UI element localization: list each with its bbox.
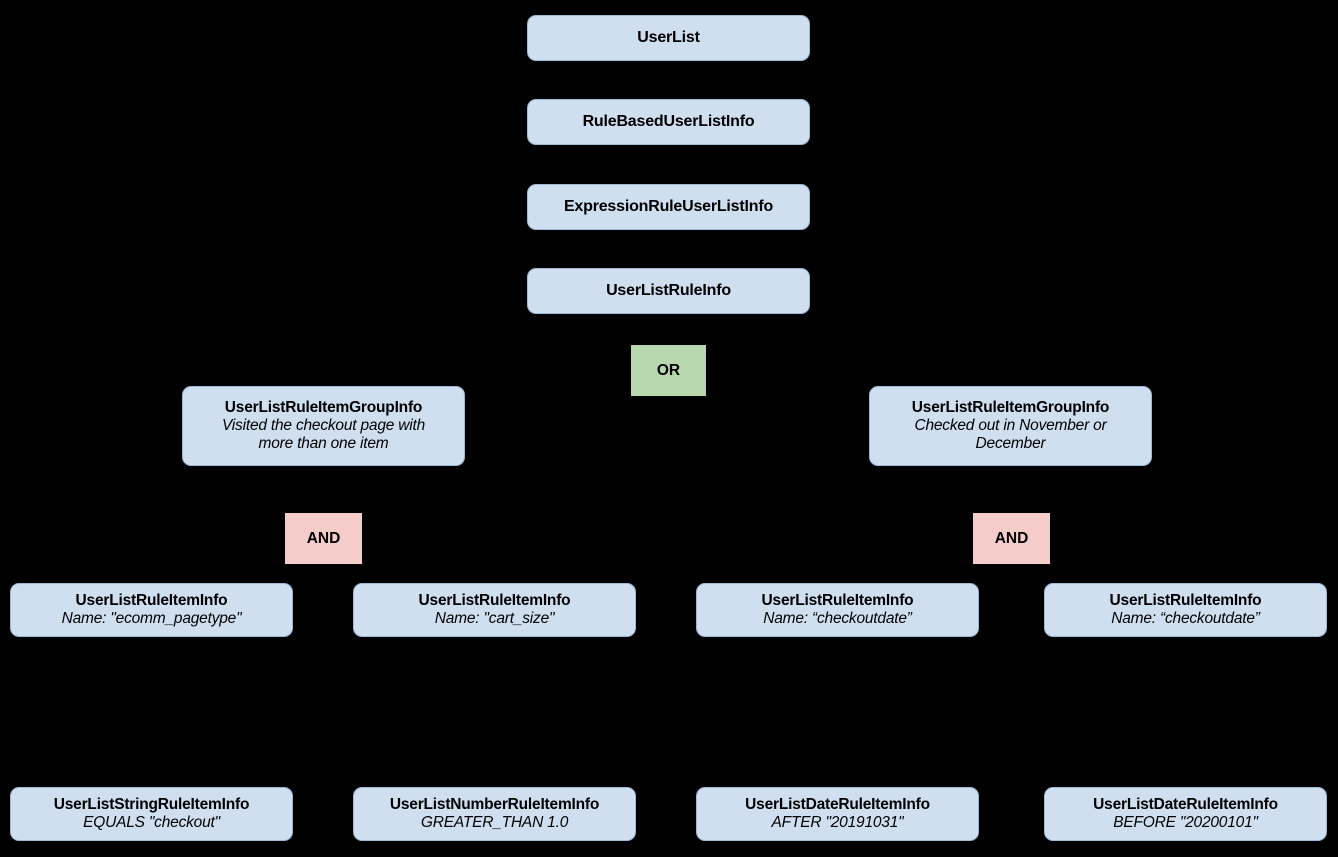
node-title: ExpressionRuleUserListInfo <box>563 197 774 215</box>
edge-or-to-group-right <box>705 370 1012 387</box>
node-subtitle: Name: “checkoutdate” <box>1111 610 1260 627</box>
node-title: UserListRuleInfo <box>606 281 731 299</box>
edge-and-left-to-ecomm <box>150 562 301 584</box>
node-title: UserListDateRuleItemInfo <box>1093 795 1278 813</box>
node-expression-rule-user-list-info[interactable]: ExpressionRuleUserListInfo <box>527 184 810 230</box>
node-title: UserListRuleItemInfo <box>1109 591 1262 609</box>
node-title: UserListDateRuleItemInfo <box>745 795 930 813</box>
node-title: UserListRuleItemGroupInfo <box>911 398 1110 416</box>
operator-and-left[interactable]: AND <box>285 513 362 564</box>
node-subtitle: BEFORE "20200101" <box>1113 814 1258 831</box>
edge-and-left-to-cart <box>347 562 496 584</box>
node-title: RuleBasedUserListInfo <box>582 112 755 130</box>
operator-label: OR <box>656 361 681 379</box>
node-subtitle: AFTER "20191031" <box>771 814 904 831</box>
node-user-list[interactable]: UserList <box>527 15 810 61</box>
edge-or-to-group-left <box>323 370 632 387</box>
node-subtitle: GREATER_THAN 1.0 <box>420 814 569 831</box>
operator-and-right[interactable]: AND <box>973 513 1050 564</box>
node-rule-item-checkoutdate-after[interactable]: UserListRuleItemInfo Name: “checkoutdate… <box>696 583 979 637</box>
node-subtitle-line1: Visited the checkout page with <box>221 416 426 434</box>
node-title: UserListRuleItemInfo <box>75 591 228 609</box>
node-group-left[interactable]: UserListRuleItemGroupInfo Visited the ch… <box>182 386 465 466</box>
node-subtitle: Name: “checkoutdate” <box>763 610 912 627</box>
node-user-list-rule-info[interactable]: UserListRuleInfo <box>527 268 810 314</box>
operator-or[interactable]: OR <box>631 345 706 396</box>
node-subtitle: EQUALS "checkout" <box>83 814 220 831</box>
node-rule-item-cart-size[interactable]: UserListRuleItemInfo Name: "cart_size" <box>353 583 636 637</box>
node-number-rule-item-info[interactable]: UserListNumberRuleItemInfo GREATER_THAN … <box>353 787 636 841</box>
node-date-rule-item-info-after[interactable]: UserListDateRuleItemInfo AFTER "20191031… <box>696 787 979 841</box>
edge-and-right-to-checkoutdate-before <box>1034 562 1187 584</box>
operator-label: AND <box>994 529 1029 547</box>
operator-label: AND <box>306 529 341 547</box>
node-subtitle: Name: "cart_size" <box>434 610 555 627</box>
edge-and-right-to-checkoutdate-after <box>837 562 989 584</box>
node-title: UserListRuleItemGroupInfo <box>224 398 423 416</box>
node-title: UserListRuleItemInfo <box>761 591 914 609</box>
node-date-rule-item-info-before[interactable]: UserListDateRuleItemInfo BEFORE "2020010… <box>1044 787 1327 841</box>
node-title: UserListNumberRuleItemInfo <box>389 795 600 813</box>
node-title: UserListStringRuleItemInfo <box>53 795 250 813</box>
node-group-right[interactable]: UserListRuleItemGroupInfo Checked out in… <box>869 386 1152 466</box>
node-string-rule-item-info[interactable]: UserListStringRuleItemInfo EQUALS "check… <box>10 787 293 841</box>
node-subtitle-line2: December <box>975 435 1046 453</box>
node-title: UserListRuleItemInfo <box>418 591 571 609</box>
node-subtitle-line2: more than one item <box>258 435 389 453</box>
node-rule-item-ecomm-pagetype[interactable]: UserListRuleItemInfo Name: "ecomm_pagety… <box>10 583 293 637</box>
node-title: UserList <box>637 28 700 46</box>
node-subtitle: Name: "ecomm_pagetype" <box>61 610 242 627</box>
node-rule-item-checkoutdate-before[interactable]: UserListRuleItemInfo Name: “checkoutdate… <box>1044 583 1327 637</box>
node-subtitle-line1: Checked out in November or <box>914 416 1107 434</box>
node-rule-based-user-list-info[interactable]: RuleBasedUserListInfo <box>527 99 810 145</box>
